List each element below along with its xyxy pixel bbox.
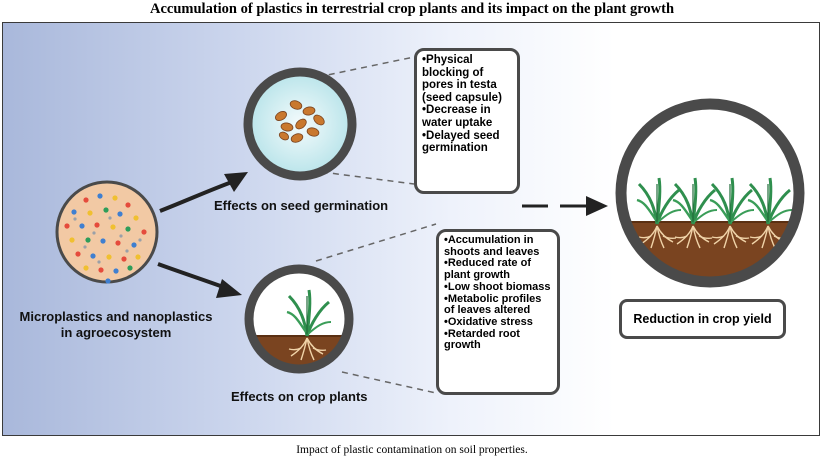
crop-effect-item: •Low shoot biomass bbox=[444, 280, 551, 293]
arrow-to-seed bbox=[159, 172, 248, 213]
yield-circle bbox=[615, 98, 805, 288]
crop-circle bbox=[244, 264, 354, 374]
seed-effect-item: •Decrease in water uptake bbox=[422, 104, 493, 129]
microplastics-label-line2: in agroecosystem bbox=[60, 325, 172, 340]
crop-effect-item: •Oxidative stress bbox=[444, 315, 533, 328]
arrow-to-yield bbox=[522, 196, 608, 216]
seed-effect-item: •Delayed seed germination bbox=[422, 129, 500, 155]
crop-effect-item: •Accumulation in shoots and leaves bbox=[444, 234, 540, 258]
microplastics-label-line1: Microplastics and nanoplastics bbox=[19, 309, 213, 324]
figure-caption: Impact of plastic contamination on soil … bbox=[296, 444, 528, 456]
crop-plants-label: Effects on crop plants bbox=[231, 389, 368, 404]
seed-effect-item: •Physical blocking of pores in testa (se… bbox=[422, 54, 502, 104]
crop-yield-box: Reduction in crop yield bbox=[619, 299, 786, 339]
seed-germination-label: Effects on seed germination bbox=[214, 198, 389, 213]
arrow-to-crop bbox=[157, 262, 242, 298]
zoom-lines bbox=[315, 56, 437, 394]
crop-effects-box: •Accumulation in shoots and leaves •Redu… bbox=[436, 229, 560, 395]
figure-title: Accumulation of plastics in terrestrial … bbox=[149, 1, 675, 17]
crop-effect-item: •Reduced rate of plant growth bbox=[444, 257, 531, 282]
microplastics-label: Microplastics and nanoplastics in agroec… bbox=[10, 309, 222, 341]
crop-effect-item: •Retarded root growth bbox=[444, 327, 520, 352]
seed-effects-box: •Physical blocking of pores in testa (se… bbox=[414, 48, 520, 194]
seed-circle bbox=[243, 67, 357, 181]
microplastics-circle bbox=[55, 180, 159, 284]
crop-effect-item: •Metabolic profiles of leaves altered bbox=[444, 292, 542, 317]
